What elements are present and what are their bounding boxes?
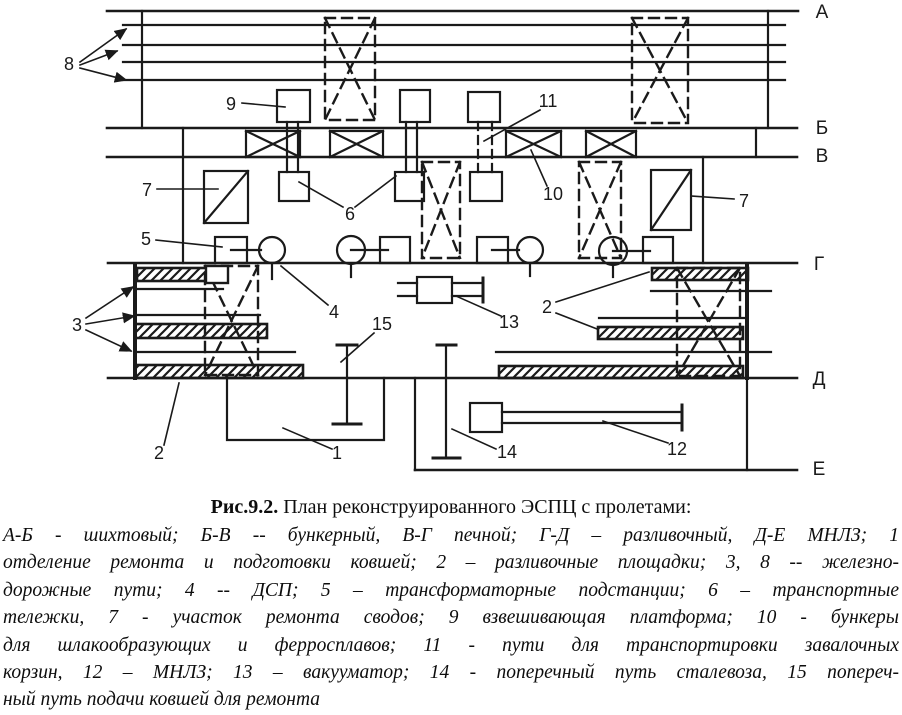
transfer-tracks <box>285 120 494 174</box>
callout-13: 13 <box>499 312 519 332</box>
ladle-repair-bay <box>225 376 386 442</box>
shop-plan-diagram: 8 9 11 10 6 7 7 5 4 3 15 13 2 2 1 14 12 … <box>64 2 829 480</box>
bay-label-a: А <box>816 2 829 23</box>
callout-6: 6 <box>345 204 355 224</box>
caption-title-line: Рис.9.2. План реконструированного ЭСПЦ с… <box>3 496 899 519</box>
bay-letter-labels: А Б В Г Д Е <box>813 2 829 480</box>
figure-title: План реконструированного ЭСПЦ с пролетам… <box>283 496 692 518</box>
bay-label-v: В <box>816 146 829 167</box>
callout-5: 5 <box>141 229 151 249</box>
legend-line-5: для шлакообразующих и ферросплавов; 11 -… <box>3 634 899 656</box>
callout-1: 1 <box>332 443 342 463</box>
callout-7-right: 7 <box>739 191 749 211</box>
callout-9: 9 <box>226 94 236 114</box>
bunker-boxes <box>244 129 638 159</box>
leader-lines <box>78 27 735 451</box>
callout-4: 4 <box>329 302 339 322</box>
interior-walls <box>181 126 758 472</box>
callout-8: 8 <box>64 54 74 74</box>
callout-15: 15 <box>372 314 392 334</box>
roof-repair-areas <box>202 168 693 232</box>
furnace-groups <box>213 234 675 281</box>
crane-outlines <box>203 16 742 378</box>
figure-number: Рис.9.2. <box>210 496 279 518</box>
legend-line-7: ный путь подачи ковшей для ремонта <box>3 689 321 711</box>
steel-car-track <box>431 343 462 460</box>
bay-label-g: Г <box>814 254 824 275</box>
legend-line-1: А-Б - шихтовый; Б-В -- бункерный, В-Г пе… <box>3 525 899 546</box>
callout-14: 14 <box>497 442 517 462</box>
callout-3: 3 <box>72 315 82 335</box>
casting-platform-left <box>133 264 305 380</box>
transport-carts <box>277 170 504 203</box>
callout-2-right: 2 <box>542 297 552 317</box>
callout-10: 10 <box>543 184 563 204</box>
callout-11: 11 <box>539 91 558 111</box>
transverse-ladle-track <box>331 343 363 426</box>
figure-caption: Рис.9.2. План реконструированного ЭСПЦ с… <box>0 496 902 714</box>
continuous-caster <box>468 401 684 434</box>
bay-label-e: Е <box>813 459 826 480</box>
bay-label-d: Д <box>813 369 826 390</box>
vacuum-degasser <box>396 275 485 305</box>
callout-2-left: 2 <box>154 443 164 463</box>
callout-labels: 8 9 11 10 6 7 7 5 4 3 15 13 2 2 1 14 12 <box>64 54 749 463</box>
callout-12: 12 <box>667 439 687 459</box>
legend-line-6: корзин, 12 – МНЛЗ; 13 – вакууматор; 14 -… <box>3 662 899 684</box>
callout-7-left: 7 <box>142 180 152 200</box>
weighing-platform-squares <box>275 88 502 124</box>
casting-platform-right <box>494 264 773 380</box>
legend-line-3: дорожные пути; 4 -- ДСП; 5 – трансформат… <box>3 579 899 601</box>
bay-label-b: Б <box>816 118 828 139</box>
legend-line-2: отделение ремонта и подготовки ковшей; 2… <box>3 552 899 574</box>
legend-line-4: тележки, 7 - участок ремонта сводов; 9 в… <box>3 607 899 629</box>
railway-tracks <box>121 9 787 130</box>
